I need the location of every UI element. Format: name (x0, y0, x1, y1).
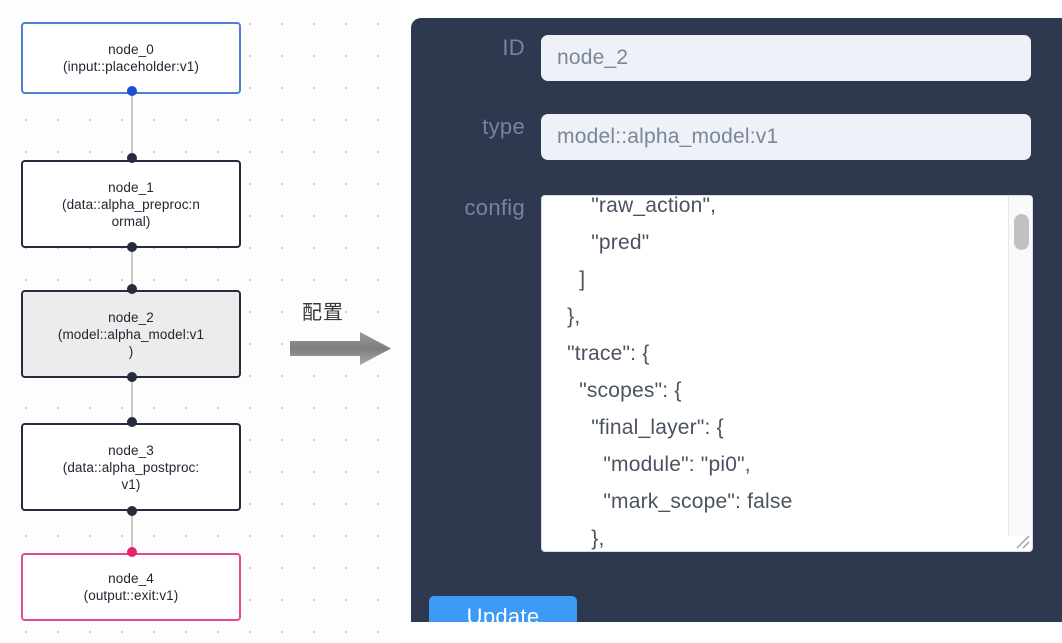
handle-node_2-source[interactable] (127, 372, 137, 382)
edge-node3-node4 (131, 510, 133, 582)
handle-node_0-source[interactable] (127, 86, 137, 96)
graph-node-node_2[interactable]: node_2 (model::alpha_model:v1 ) (21, 290, 241, 378)
annotation-label: 配置 (302, 300, 344, 324)
config-scrollbar-thumb[interactable] (1014, 214, 1029, 250)
graph-node-node_1[interactable]: node_1 (data::alpha_preproc:n ormal) (21, 160, 241, 248)
graph-node-node_4[interactable]: node_4 (output::exit:v1) (21, 553, 241, 621)
config-textarea-wrapper: "raw_action", "pred" ] }, "trace": { "sc… (541, 194, 1033, 552)
resize-grip-icon[interactable] (1013, 532, 1031, 550)
field-label-type: type (482, 114, 525, 139)
handle-node_1-target[interactable] (127, 153, 137, 163)
field-label-config: config (464, 195, 525, 220)
id-input[interactable] (541, 35, 1031, 81)
config-textarea[interactable]: "raw_action", "pred" ] }, "trace": { "sc… (541, 194, 1033, 552)
edge-node1-node2 (131, 247, 133, 319)
field-row-type: type (429, 114, 1031, 160)
right-arrow-icon (290, 332, 391, 365)
graph-node-node_4-label: node_4 (output::exit:v1) (83, 571, 179, 603)
field-row-config: config "raw_action", "pred" ] }, "trace"… (429, 194, 1033, 552)
graph-node-node_3[interactable]: node_3 (data::alpha_postproc: v1) (21, 423, 241, 511)
handle-node_3-target[interactable] (127, 417, 137, 427)
flow-graph-canvas[interactable]: node_0 (input::placeholder:v1) node_1 (d… (0, 0, 400, 643)
edge-node0-node1 (131, 92, 133, 162)
handle-node_1-source[interactable] (127, 242, 137, 252)
annotation-config-arrow: 配置 (290, 296, 394, 368)
update-button[interactable]: Update (429, 596, 577, 622)
edge-node2-node3 (131, 375, 133, 447)
config-textarea-text: "raw_action", "pred" ] }, "trace": { "sc… (567, 194, 793, 550)
graph-node-node_2-label: node_2 (model::alpha_model:v1 ) (57, 309, 205, 359)
graph-node-node_0-label: node_0 (input::placeholder:v1) (63, 42, 199, 74)
handle-node_2-target[interactable] (127, 284, 137, 294)
canvas-dot-grid-strip (400, 0, 412, 643)
graph-node-node_0[interactable]: node_0 (input::placeholder:v1) (21, 22, 241, 94)
field-label-id: ID (502, 35, 525, 60)
config-scrollbar[interactable] (1008, 196, 1032, 536)
type-input[interactable] (541, 114, 1031, 160)
handle-node_3-source[interactable] (127, 506, 137, 516)
graph-node-node_1-label: node_1 (data::alpha_preproc:n ormal) (61, 179, 201, 229)
graph-node-node_3-label: node_3 (data::alpha_postproc: v1) (62, 442, 200, 492)
node-inspector-panel: ID type config "raw_action", "pred" ] },… (411, 18, 1062, 622)
handle-node_4-target[interactable] (127, 547, 137, 557)
field-row-id: ID (429, 35, 1031, 81)
